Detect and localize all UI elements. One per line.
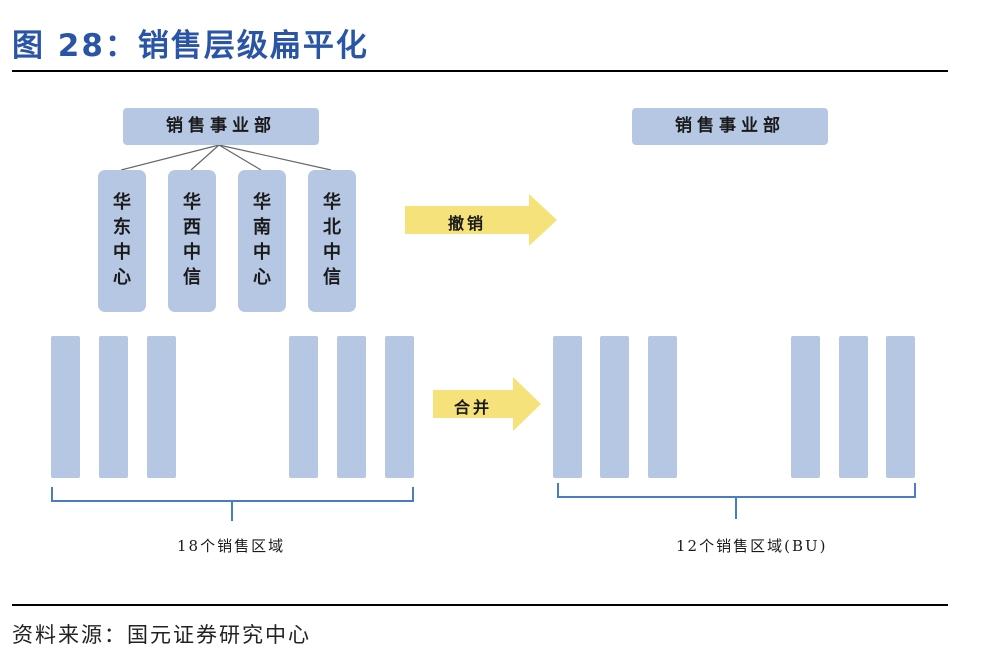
right-region-bar bbox=[839, 336, 868, 478]
center-char: 心 bbox=[253, 267, 271, 288]
source-note: 资料来源：国元证券研究中心 bbox=[12, 623, 311, 647]
right-region-bar bbox=[886, 336, 915, 478]
center-char: 华 bbox=[113, 192, 131, 213]
left-department-label: 销售事业部 bbox=[166, 116, 276, 136]
merge-arrow-label: 合并 bbox=[454, 398, 493, 417]
top-rule bbox=[12, 70, 948, 72]
left-region-bar bbox=[99, 336, 128, 478]
left-region-bar bbox=[51, 336, 80, 478]
right-region-bar bbox=[648, 336, 677, 478]
center-char: 华 bbox=[183, 192, 201, 213]
center-box-east: 华 东 中 心 bbox=[98, 170, 146, 312]
right-region-bar bbox=[600, 336, 629, 478]
center-box-north: 华 北 中 信 bbox=[308, 170, 356, 312]
center-char: 东 bbox=[113, 217, 131, 238]
left-region-caption: 18个销售区域 bbox=[177, 537, 286, 555]
right-sales-department-box: 销售事业部 bbox=[632, 108, 828, 145]
right-region-caption: 12个销售区域(BU) bbox=[676, 537, 828, 555]
center-char: 信 bbox=[183, 267, 201, 288]
center-box-west: 华 西 中 信 bbox=[168, 170, 216, 312]
center-char: 中 bbox=[323, 242, 341, 263]
center-char: 西 bbox=[183, 217, 201, 238]
left-region-bar bbox=[147, 336, 176, 478]
center-char: 南 bbox=[253, 217, 271, 238]
merge-arrow-icon bbox=[433, 377, 541, 431]
center-char: 信 bbox=[323, 267, 341, 288]
center-char: 中 bbox=[113, 242, 131, 263]
revoke-arrow-label: 撤销 bbox=[448, 214, 487, 233]
center-char: 中 bbox=[183, 242, 201, 263]
right-region-bar bbox=[553, 336, 582, 478]
left-region-bar bbox=[289, 336, 318, 478]
right-region-bar bbox=[791, 336, 820, 478]
center-char: 北 bbox=[323, 217, 341, 238]
left-region-bar bbox=[385, 336, 414, 478]
revoke-arrow-icon bbox=[405, 194, 557, 246]
bottom-rule bbox=[12, 604, 948, 606]
left-region-bar bbox=[337, 336, 366, 478]
center-box-south: 华 南 中 心 bbox=[238, 170, 286, 312]
center-char: 华 bbox=[253, 192, 271, 213]
right-department-label: 销售事业部 bbox=[675, 116, 785, 136]
center-char: 中 bbox=[253, 242, 271, 263]
center-char: 华 bbox=[323, 192, 341, 213]
figure-title: 图 28：销售层级扁平化 bbox=[12, 28, 369, 64]
center-char: 心 bbox=[113, 267, 131, 288]
left-sales-department-box: 销售事业部 bbox=[123, 108, 319, 145]
